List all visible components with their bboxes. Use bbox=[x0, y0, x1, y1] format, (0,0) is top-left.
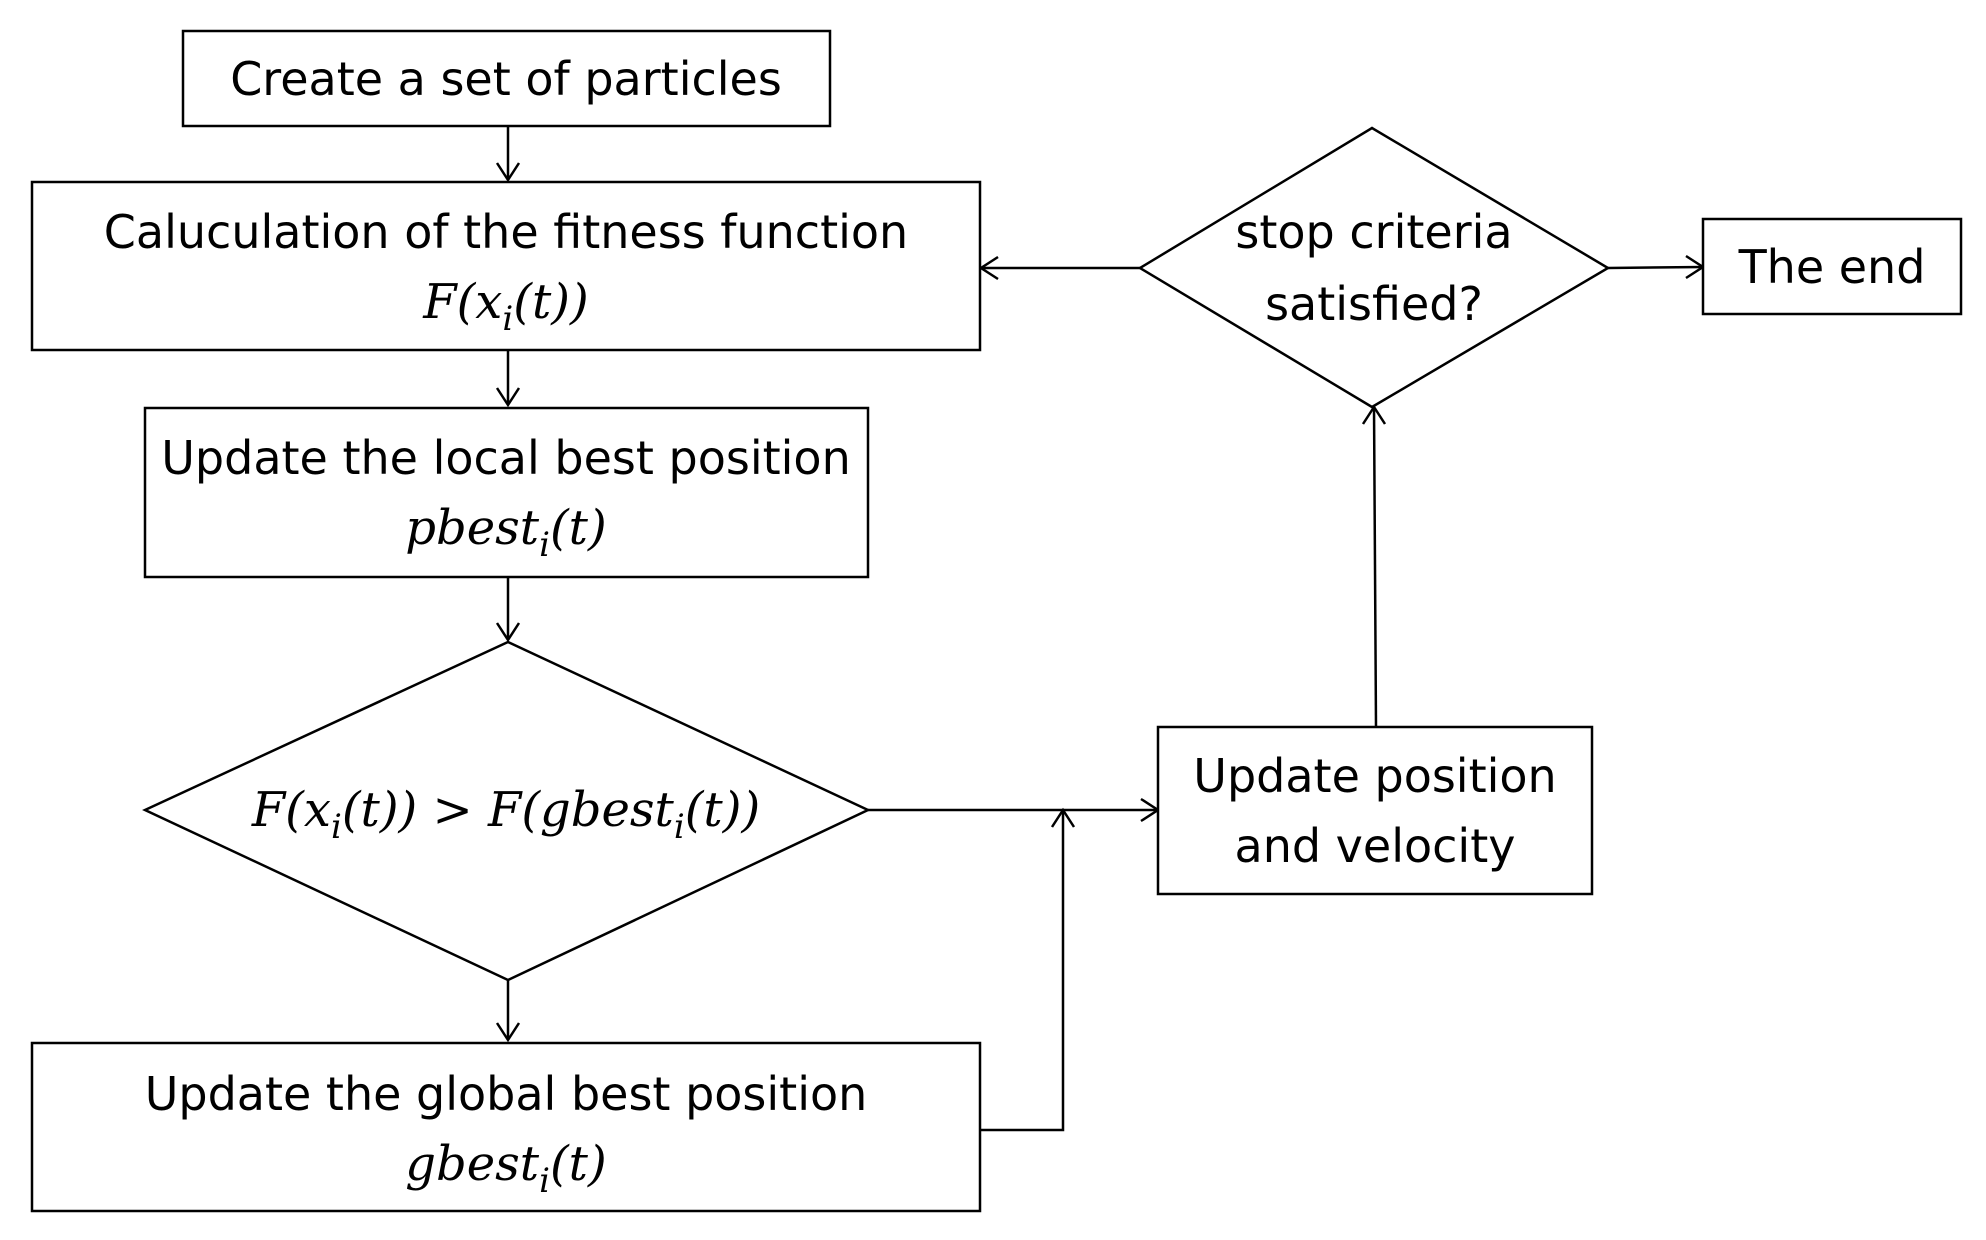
end-label: The end bbox=[1738, 240, 1926, 294]
node-the-end: The end bbox=[1701, 217, 1963, 316]
node-fitness-calculation: Caluculation of the fitness function F(x… bbox=[30, 180, 982, 352]
node-compare-decision: F(xi(t)) > F(gbesti(t)) bbox=[142, 640, 871, 982]
arrowhead-local-best bbox=[495, 387, 521, 408]
stop-line2: satisfied? bbox=[1265, 277, 1483, 331]
compare-formula: F(xi(t)) > F(gbesti(t)) bbox=[251, 782, 760, 847]
update-pos-line1: Update position bbox=[1193, 749, 1556, 803]
arrowhead-global-best bbox=[495, 1022, 521, 1043]
update-pos-line2: and velocity bbox=[1235, 819, 1516, 873]
arrowhead-merge bbox=[1050, 807, 1076, 828]
node-stop-criteria: stop criteria satisfied? bbox=[1137, 126, 1611, 409]
edge-global-best-to-merge bbox=[981, 810, 1065, 1132]
global-best-label: Update the global best position bbox=[145, 1067, 868, 1121]
fitness-formula: F(xi(t)) bbox=[422, 274, 588, 339]
local-best-label: Update the local best position bbox=[161, 431, 850, 485]
node-update-global-best: Update the global best position gbesti(t… bbox=[30, 1041, 982, 1213]
global-best-formula: gbesti(t) bbox=[405, 1136, 606, 1201]
node-update-position-velocity: Update position and velocity bbox=[1156, 725, 1594, 896]
create-particles-label: Create a set of particles bbox=[230, 52, 782, 106]
node-update-local-best: Update the local best position pbesti(t) bbox=[143, 406, 870, 579]
arrowhead-compare bbox=[495, 622, 521, 643]
arrowhead-fitness bbox=[495, 162, 521, 183]
edge-stop-to-end bbox=[1607, 265, 1704, 270]
fitness-label: Caluculation of the fitness function bbox=[104, 205, 908, 259]
local-best-formula: pbesti(t) bbox=[405, 500, 606, 565]
edge-update-to-stop bbox=[1372, 406, 1378, 728]
stop-line1: stop criteria bbox=[1235, 205, 1512, 259]
node-create-particles: Create a set of particles bbox=[181, 29, 832, 128]
